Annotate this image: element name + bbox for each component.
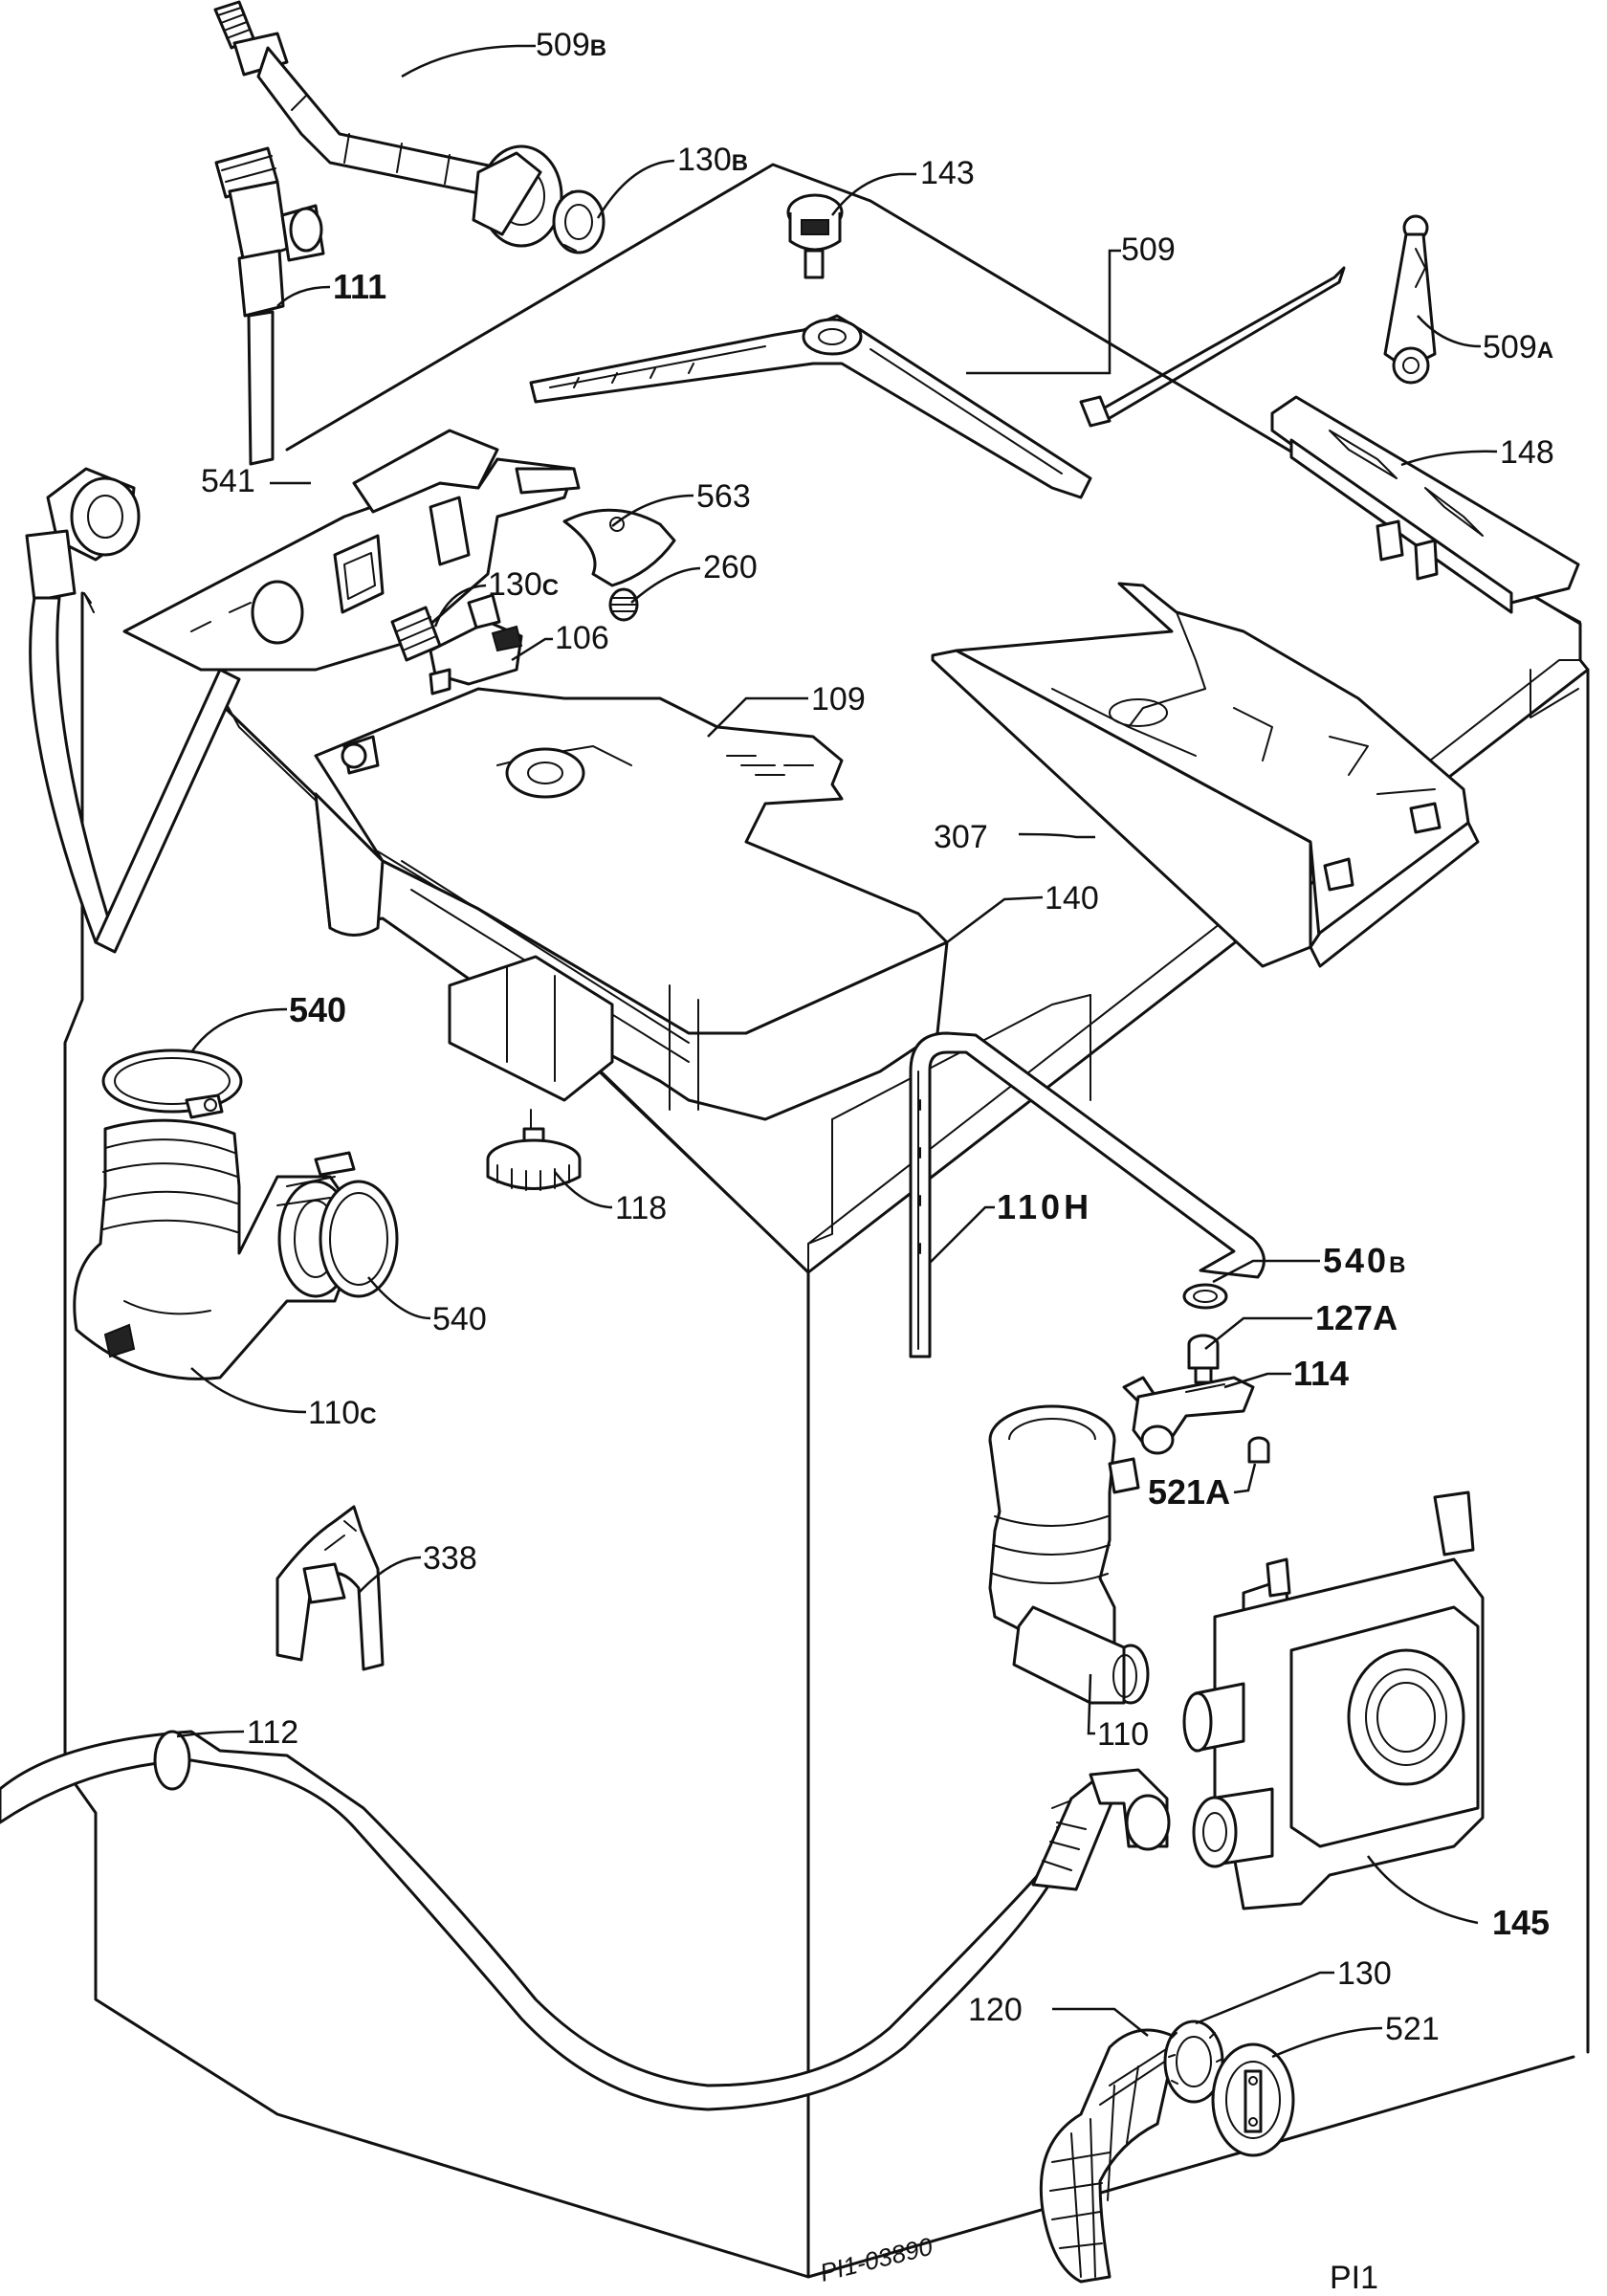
label-130b: 130B xyxy=(677,142,748,178)
part-521-cap xyxy=(1211,2042,1295,2157)
part-112-drain-hose xyxy=(0,1730,1171,2111)
label-541: 541 xyxy=(201,463,255,499)
leader-lines xyxy=(176,44,1498,2059)
part-509b-inlet-hose xyxy=(213,0,563,248)
label-145: 145 xyxy=(1492,1903,1550,1942)
label-140: 140 xyxy=(1045,880,1099,916)
part-106-valve xyxy=(429,593,523,695)
part-148-handle xyxy=(1270,395,1580,614)
label-120: 120 xyxy=(968,1992,1023,2028)
label-127a: 127A xyxy=(1315,1298,1398,1337)
label-110c: 110C xyxy=(308,1395,377,1431)
label-540b: 540B xyxy=(1323,1241,1408,1280)
part-307-detergent-drawer xyxy=(931,582,1480,968)
part-145-pump-housing xyxy=(1182,1490,1485,1910)
part-338-hose-hook xyxy=(275,1505,385,1671)
label-110: 110 xyxy=(1097,1716,1149,1753)
label-106: 106 xyxy=(555,620,609,656)
label-114: 114 xyxy=(1293,1354,1349,1393)
part-110h-hose xyxy=(909,1031,1266,1358)
part-109-dispenser-lid xyxy=(314,687,949,1035)
part-120-filter-mesh xyxy=(1039,2028,1178,2284)
label-109: 109 xyxy=(811,681,866,718)
part-111-valve xyxy=(214,146,325,466)
part-541-hose-bracket xyxy=(25,429,581,954)
part-labels: 509B 130B 143 509 111 509A 148 541 563 1… xyxy=(201,27,1554,2296)
part-127a-nozzle xyxy=(1187,1334,1220,1384)
page-code: PI1 xyxy=(1330,2260,1378,2296)
part-110-outlet-hose xyxy=(988,1404,1150,1705)
label-563: 563 xyxy=(696,478,751,515)
part-521a-plug xyxy=(1247,1436,1270,1464)
label-307: 307 xyxy=(934,819,988,855)
label-509: 509 xyxy=(1121,232,1176,268)
label-118: 118 xyxy=(615,1190,667,1226)
label-111: 111 xyxy=(333,267,386,306)
part-509-dispenser-arm xyxy=(529,266,1346,499)
label-338: 338 xyxy=(423,1540,477,1577)
label-112: 112 xyxy=(247,1714,298,1751)
label-130: 130 xyxy=(1337,1955,1392,1992)
part-509a-lever xyxy=(1383,214,1437,385)
part-563-cover xyxy=(562,508,676,587)
part-540-clamp xyxy=(314,1151,399,1298)
part-540b-clamp xyxy=(1182,1283,1228,1310)
label-143: 143 xyxy=(920,155,975,191)
part-260-spring xyxy=(608,587,639,622)
drawing-code: PI1-03890 xyxy=(817,2232,936,2287)
part-114-bracket xyxy=(1122,1376,1255,1455)
label-509a: 509A xyxy=(1483,329,1553,365)
label-540-top: 540 xyxy=(289,990,346,1029)
part-118-filter-nut xyxy=(486,1109,582,1191)
label-540-mid: 540 xyxy=(432,1301,487,1337)
part-143-knob xyxy=(786,193,844,279)
label-110h: 110H xyxy=(997,1187,1092,1226)
label-260: 260 xyxy=(703,549,758,585)
label-130c: 130C xyxy=(488,566,559,603)
label-509b: 509B xyxy=(536,27,606,63)
label-521a: 521A xyxy=(1148,1472,1230,1512)
label-521: 521 xyxy=(1385,2011,1440,2047)
part-130b-washer xyxy=(552,189,605,254)
label-148: 148 xyxy=(1500,434,1554,471)
part-540-clamp-ring xyxy=(101,1049,243,1119)
part-140-dispenser-housing xyxy=(314,792,949,1121)
